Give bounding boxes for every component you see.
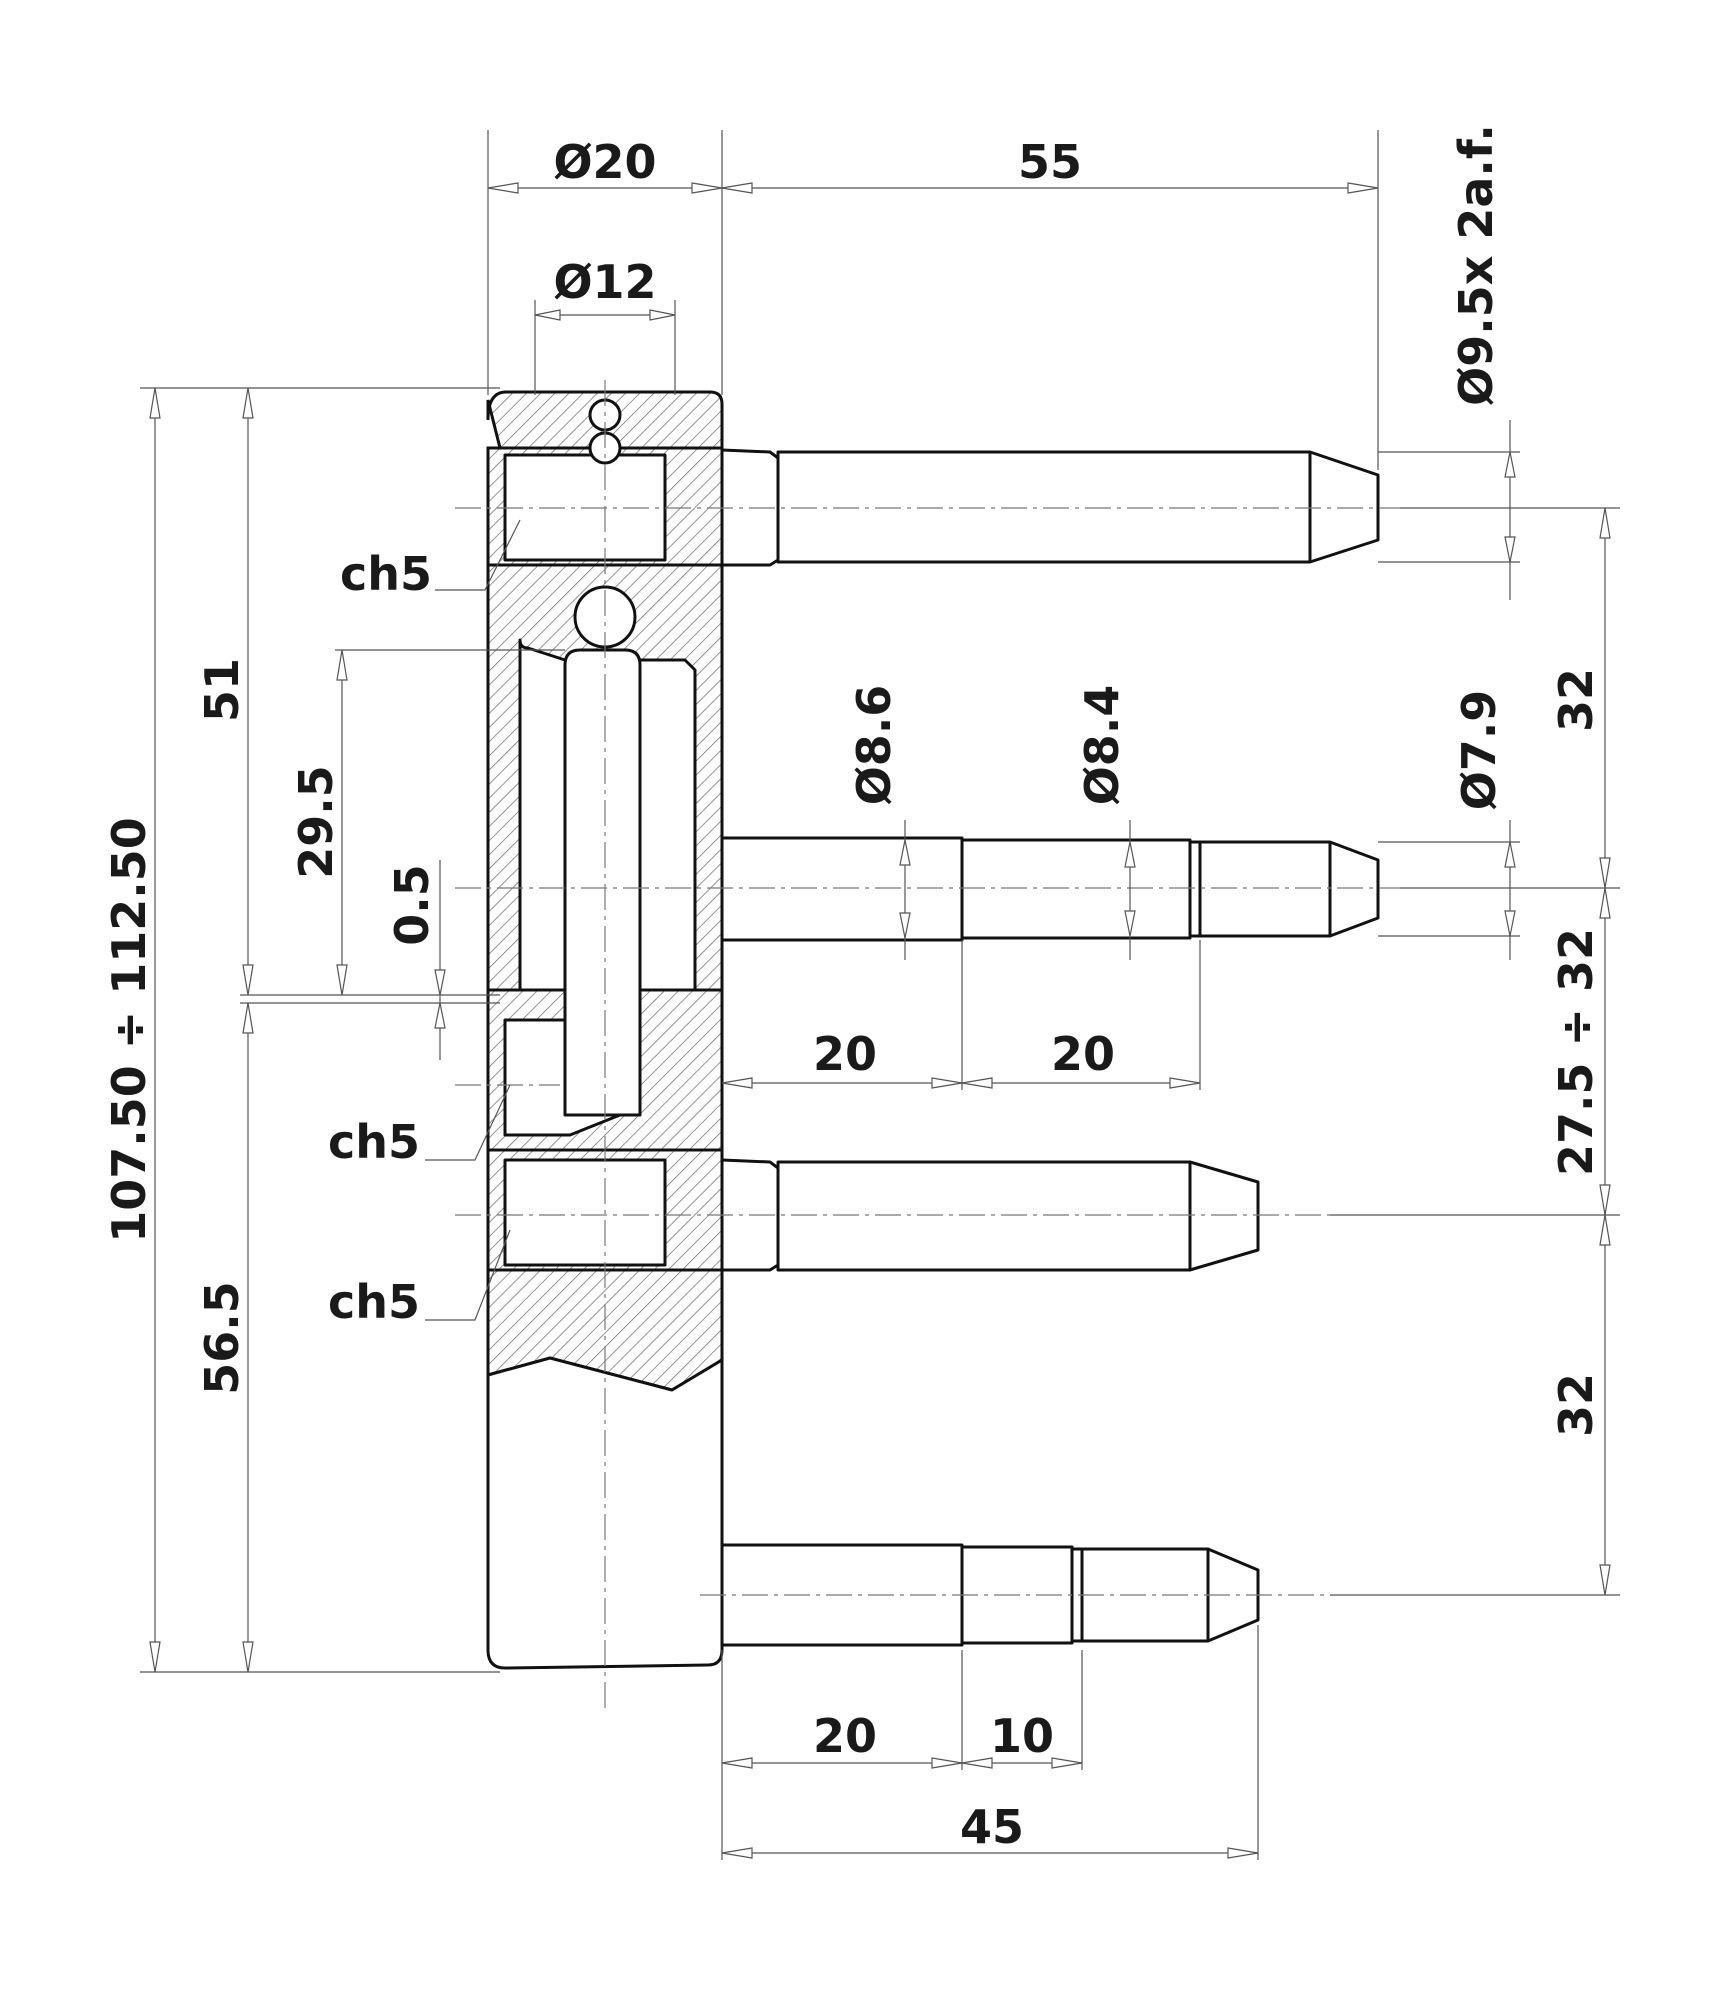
dimension-labels: Ø20 55 Ø12 Ø9.5x 2a.f. ch5 ch5 ch5 51 29…: [102, 124, 1603, 1854]
dim-dia-12: Ø12: [553, 255, 656, 309]
dim-ch5-top: ch5: [340, 547, 432, 601]
dim-dia-8-6: Ø8.6: [847, 685, 901, 806]
center-lines: [455, 380, 1400, 1710]
dim-bot-20: 20: [813, 1709, 877, 1763]
dim-right-27-5: 27.5 ÷ 32: [1549, 928, 1603, 1176]
dim-right-32-bot: 32: [1549, 1373, 1603, 1437]
dim-ch5-mid: ch5: [328, 1115, 420, 1169]
dim-top-len-55: 55: [1018, 135, 1082, 189]
dim-right-32-top: 32: [1549, 668, 1603, 732]
dim-bot-10: 10: [990, 1709, 1054, 1763]
dim-top-dia-20: Ø20: [553, 135, 656, 189]
dim-len-56-5: 56.5: [195, 1281, 249, 1395]
dim-ch5-bot: ch5: [328, 1275, 420, 1329]
dim-mid-20-b: 20: [1051, 1027, 1115, 1081]
dim-mid-20-a: 20: [813, 1027, 877, 1081]
dim-dia-9-5: Ø9.5x 2a.f.: [1449, 124, 1503, 406]
dimension-lines: [140, 130, 1620, 1860]
dim-bot-45: 45: [960, 1800, 1024, 1854]
dim-dia-7-9: Ø7.9: [1452, 690, 1506, 811]
dim-len-29-5: 29.5: [289, 765, 343, 879]
pin-middle: [720, 836, 1380, 942]
dim-dia-8-4: Ø8.4: [1075, 685, 1129, 806]
dim-len-51: 51: [195, 658, 249, 722]
arrowheads: [149, 182, 1611, 1859]
dim-gap-0-5: 0.5: [385, 864, 439, 946]
dim-total-107: 107.50 ÷ 112.50: [102, 817, 156, 1243]
